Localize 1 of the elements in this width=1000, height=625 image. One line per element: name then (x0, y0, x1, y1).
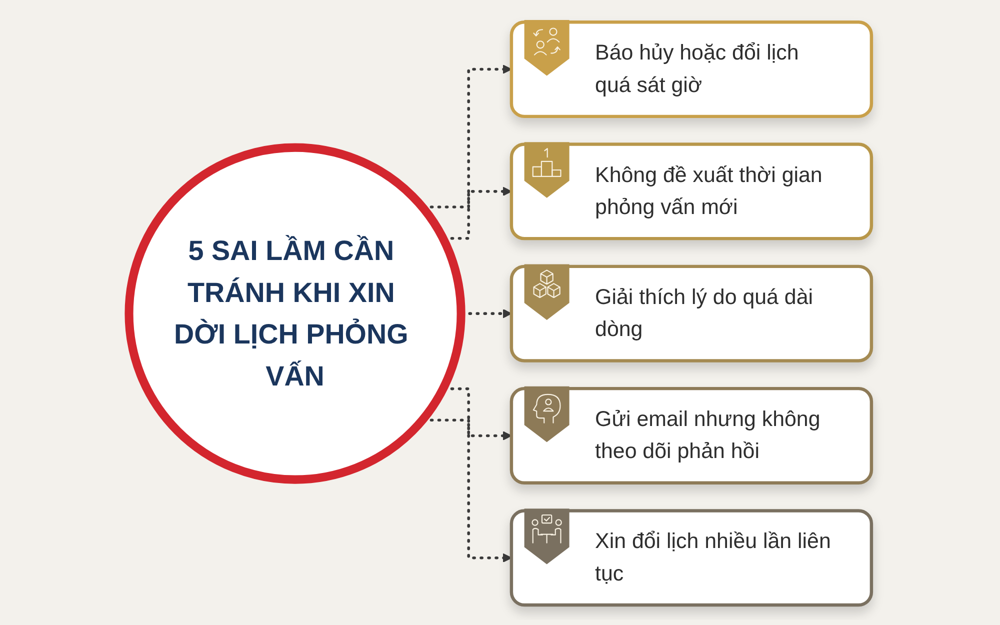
node-circle: 5 SAI LẦM CẦN TRÁNH KHI XIN DỜI LỊCH PHỎNG VẤN (124, 143, 466, 484)
